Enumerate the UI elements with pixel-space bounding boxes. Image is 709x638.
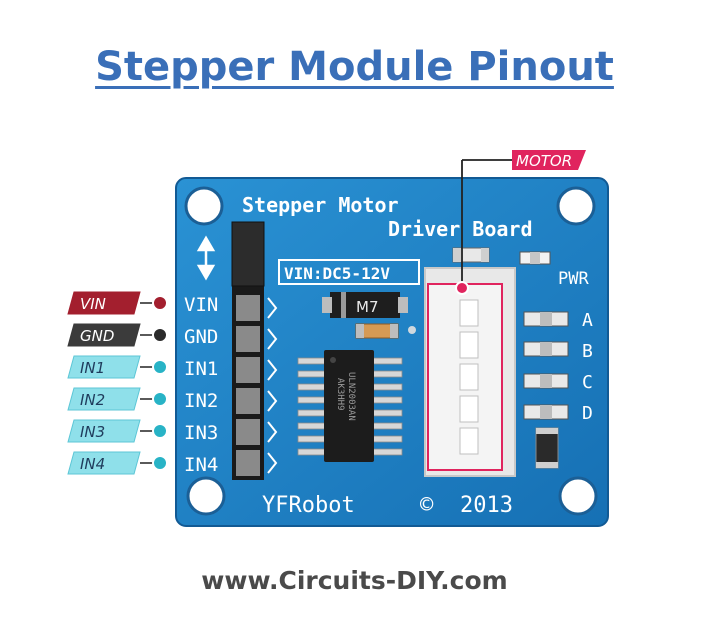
board-heading-line2: Driver Board <box>388 217 533 241</box>
pin-tag-label-in3: IN3 <box>80 423 105 441</box>
pin-tag-label-vin: VIN <box>80 295 106 313</box>
board-heading-line1: Stepper Motor <box>242 193 399 217</box>
pin-tag-label-in2: IN2 <box>80 391 105 409</box>
pin-tag-in1 <box>67 355 141 379</box>
led-label-b: B <box>582 341 593 362</box>
website-footer: www.Circuits-DIY.com <box>201 566 508 595</box>
chip-text-1: ULN2003AN <box>346 372 356 421</box>
pin-dot-in4 <box>152 455 168 471</box>
header-pin-label-in4: IN4 <box>184 454 218 476</box>
pin-dot-in3 <box>152 423 168 439</box>
pin-tag-label-gnd: GND <box>80 327 114 345</box>
pin-dot-gnd <box>152 327 168 343</box>
mounting-hole-tl <box>184 186 224 226</box>
diode-label: M7 <box>356 298 379 316</box>
led-label-a: A <box>582 310 593 331</box>
vin-label: VIN:DC5-12V <box>284 264 390 283</box>
page-title: Stepper Module Pinout <box>95 44 614 90</box>
pin-dot-vin <box>152 295 168 311</box>
pin-tag-gnd <box>67 323 141 347</box>
brand-label: YFRobot <box>262 493 355 518</box>
pin-tag-label-in4: IN4 <box>80 455 105 473</box>
led-d <box>523 404 569 420</box>
led-label-d: D <box>582 403 593 424</box>
header-pin-label-in3: IN3 <box>184 422 218 444</box>
led-label-c: C <box>582 372 593 393</box>
jumper-cap <box>231 221 265 287</box>
mounting-hole-bl <box>186 476 226 516</box>
led-a <box>523 311 569 327</box>
vin-label-box <box>278 259 420 285</box>
motor-tag <box>512 150 586 170</box>
led-c <box>523 373 569 389</box>
pin-tag-in3 <box>67 419 141 443</box>
pin-dot-in2 <box>152 391 168 407</box>
header-pin-label-gnd: GND <box>184 326 218 348</box>
header-pin-label-vin: VIN <box>184 294 218 316</box>
led-b <box>523 341 569 357</box>
chip-text-2: AK3HH9 <box>335 378 345 411</box>
header-pin-label-in1: IN1 <box>184 358 218 380</box>
header-pin-label-in2: IN2 <box>184 390 218 412</box>
motor-tag-label: MOTOR <box>516 152 572 170</box>
year-label: 2013 <box>460 493 513 518</box>
mounting-hole-br <box>558 476 598 516</box>
motor-dot <box>455 281 469 295</box>
arrow-icon <box>196 235 216 281</box>
pin-tag-label-in1: IN1 <box>80 359 105 377</box>
driver-ic: ULN2003AN AK3HH9 <box>297 350 403 462</box>
pin-tag-vin <box>67 291 141 315</box>
pin-tag-in2 <box>67 387 141 411</box>
pin-dot-in1 <box>152 359 168 375</box>
pwr-label: PWR <box>558 269 589 289</box>
pin-tag-in4 <box>67 451 141 475</box>
copyright-symbol: © <box>420 493 434 518</box>
mounting-hole-tr <box>556 186 596 226</box>
